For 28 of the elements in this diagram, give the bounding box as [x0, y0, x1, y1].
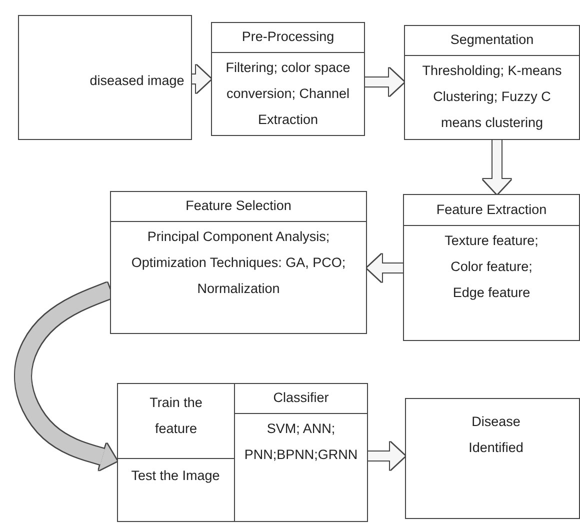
node-text: Disease Identified — [468, 414, 524, 455]
process-box — [110, 191, 367, 334]
node-text: Texture feature; Color feature; Edge feature — [444, 233, 538, 300]
node-text: diseased image — [90, 73, 184, 88]
node-title: Pre-Processing — [242, 29, 334, 44]
node-title: Feature Extraction — [436, 202, 547, 217]
node-title: Feature Selection — [186, 198, 292, 213]
node-title: Segmentation — [450, 32, 534, 47]
process-box — [234, 383, 368, 522]
process-box — [117, 458, 235, 522]
process-box — [403, 194, 580, 341]
block-arrow — [367, 254, 403, 282]
node-text: SVM; ANN; PNN;BPNN;GRNN — [244, 421, 358, 462]
node-text: Thresholding; K-means Clustering; Fuzzy C means clustering — [422, 63, 562, 130]
block-arrow — [368, 442, 405, 470]
process-box — [211, 22, 365, 136]
process-box — [404, 25, 580, 140]
node-text: Train the feature — [150, 395, 202, 436]
block-arrow — [192, 65, 211, 93]
process-box — [405, 398, 580, 519]
node-title: Classifier — [273, 390, 329, 405]
node-text: Test the Image — [131, 468, 220, 483]
process-box — [18, 15, 192, 140]
node-text: Filtering; color space conversion; Channel Extraction — [226, 60, 350, 127]
block-arrow — [365, 68, 404, 96]
process-box — [117, 383, 235, 459]
block-arrow — [483, 140, 511, 194]
node-text: Principal Component Analysis; Optimization Techniques: GA, PCO; Normalization — [131, 229, 346, 296]
